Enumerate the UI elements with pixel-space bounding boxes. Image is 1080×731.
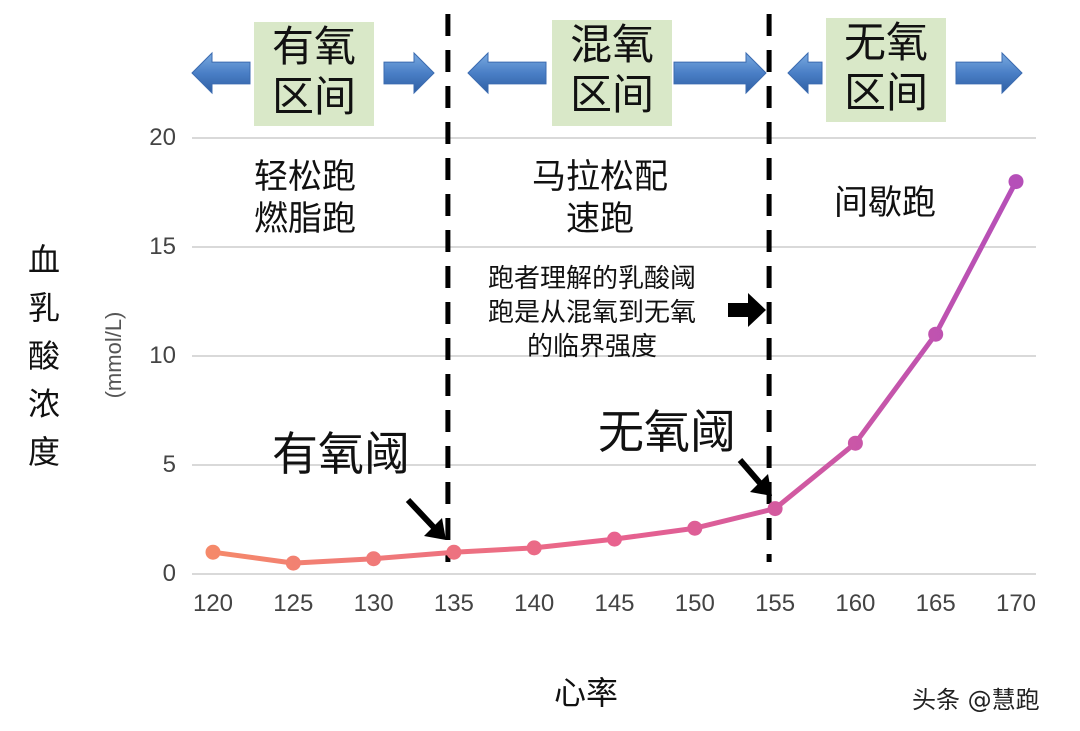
activity-line: 轻松跑 <box>254 157 356 197</box>
activity-line: 速跑 <box>566 199 634 239</box>
y-axis-char: 血 <box>27 241 60 279</box>
watermark: 头条 @慧跑 <box>912 686 1040 714</box>
zone-label-mixed: 混氧 区间 <box>552 20 672 126</box>
y-axis-char: 浓 <box>27 385 60 423</box>
data-points <box>205 174 1024 571</box>
y-axis-char: 酸 <box>27 337 60 375</box>
y-tick-label: 10 <box>149 342 176 369</box>
zone-label-anaerobic: 无氧 区间 <box>826 18 946 122</box>
data-point <box>205 544 221 560</box>
x-tick-label: 155 <box>755 590 796 617</box>
zone-label-line: 区间 <box>271 72 356 121</box>
arrow-left-icon <box>787 51 823 95</box>
anaerobic-threshold-label: 无氧阈 <box>598 405 736 459</box>
x-tick-label: 145 <box>594 590 635 617</box>
data-point <box>928 326 944 342</box>
y-tick-label: 5 <box>162 451 176 478</box>
data-point <box>607 531 622 547</box>
arrow-left-icon <box>191 51 251 95</box>
arrow-right-icon <box>728 293 766 327</box>
x-tick-label: 165 <box>915 590 956 617</box>
activity-anaerobic: 间歇跑 <box>810 182 960 224</box>
data-point <box>687 520 703 536</box>
arrow-left-icon <box>467 51 547 95</box>
activity-line: 燃脂跑 <box>254 199 356 239</box>
y-tick-label: 0 <box>162 560 176 587</box>
activity-aerobic: 轻松跑 燃脂跑 <box>230 156 380 240</box>
pointer-arrow-icon <box>405 497 446 540</box>
data-point <box>366 551 382 567</box>
zone-arrows <box>191 51 1023 95</box>
zone-label-line: 有氧 <box>271 22 356 71</box>
activity-line: 间歇跑 <box>834 183 936 223</box>
data-point <box>767 501 783 517</box>
x-tick-label: 130 <box>353 590 394 617</box>
y-axis-char: 度 <box>27 433 60 471</box>
y-tick-label: 20 <box>149 124 176 151</box>
x-tick-label: 150 <box>674 590 715 617</box>
data-point <box>847 435 863 451</box>
aerobic-threshold-label: 有氧阈 <box>272 427 410 481</box>
data-point <box>446 544 462 560</box>
arrow-right-icon <box>955 51 1023 95</box>
x-tick-label: 170 <box>995 590 1037 617</box>
x-tick-label: 125 <box>273 590 314 617</box>
arrow-right-icon <box>383 51 435 95</box>
note-line: 的临界强度 <box>526 332 657 362</box>
activity-line: 马拉松配 <box>532 157 668 197</box>
pointer-arrow-icon <box>737 458 772 496</box>
data-point <box>285 555 301 571</box>
data-point <box>1008 174 1024 190</box>
y-tick-label: 15 <box>149 233 176 260</box>
zone-label-aerobic: 有氧 区间 <box>254 22 374 126</box>
threshold-markers <box>445 14 772 562</box>
x-axis-title: 心率 <box>554 674 619 712</box>
x-tick-label: 140 <box>514 590 555 617</box>
data-point <box>526 540 542 556</box>
zone-label-line: 区间 <box>569 70 654 119</box>
note-line: 跑者理解的乳酸阈 <box>487 264 696 294</box>
arrow-right-icon <box>673 51 767 95</box>
activity-mixed: 马拉松配 速跑 <box>510 156 690 240</box>
y-axis-char: 乳 <box>27 289 60 327</box>
gridlines <box>192 137 1036 575</box>
zone-label-line: 无氧 <box>843 18 928 67</box>
zone-label-line: 区间 <box>843 68 928 117</box>
zone-label-line: 混氧 <box>569 20 654 69</box>
x-tick-label: 120 <box>192 590 234 617</box>
y-axis-title: 血 乳 酸 浓 度 <box>24 236 64 476</box>
lactate-threshold-note: 跑者理解的乳酸阈 跑是从混氧到无氧 的临界强度 <box>452 262 732 364</box>
pointer-arrows <box>405 293 772 540</box>
note-line: 跑是从混氧到无氧 <box>487 298 696 328</box>
x-tick-label: 160 <box>835 590 876 617</box>
x-tick-label: 135 <box>433 590 474 617</box>
